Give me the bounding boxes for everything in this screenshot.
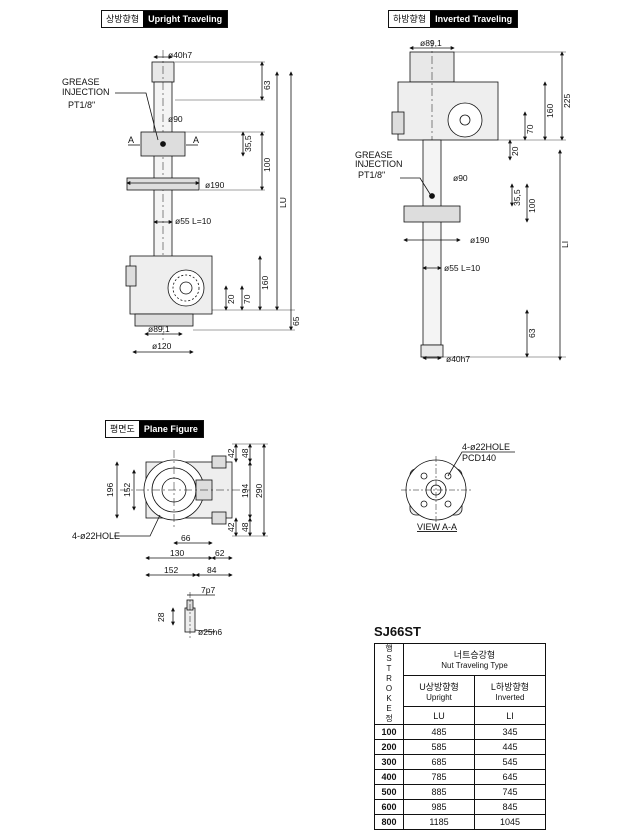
pl-hole: 4-ø22HOLE <box>72 531 120 541</box>
upright-drawing <box>115 50 295 354</box>
pl-h130: 130 <box>170 548 184 558</box>
up-v20: 20 <box>226 294 236 304</box>
pl-h152: 152 <box>164 565 178 575</box>
up-v160: 160 <box>260 276 270 290</box>
inverted-title-en: Inverted Traveling <box>430 11 518 27</box>
inv-v70: 70 <box>525 124 535 134</box>
pl-v194: 194 <box>240 484 250 498</box>
upright-labels: ø40h7 GREASE INJECTION PT1/8" ø90 A A ø1… <box>62 50 301 351</box>
col2-symbol: LI <box>474 706 546 725</box>
plane-labels: 196 152 42 48 194 290 42 48 4-ø22HOLE 66… <box>72 448 264 637</box>
pl-v48b: 48 <box>240 522 250 532</box>
pl-h66: 66 <box>181 533 191 543</box>
group-header: 너트승강형 Nut Traveling Type <box>403 643 546 676</box>
pl-v196: 196 <box>105 483 115 497</box>
inverted-drawing <box>391 40 566 361</box>
model-name: SJ66ST <box>374 624 421 639</box>
inv-v100: 100 <box>527 199 537 213</box>
pl-v42a: 42 <box>226 448 236 458</box>
aa-pcd: PCD140 <box>462 453 496 463</box>
up-d89: ø89,1 <box>148 324 170 334</box>
up-v100: 100 <box>262 158 272 172</box>
key-h: 28 <box>156 612 166 622</box>
plane-title-en: Plane Figure <box>138 421 203 437</box>
section-a-left: A <box>128 135 134 145</box>
col1-symbol: LU <box>403 706 475 725</box>
upright-title-ko: 상방향형 <box>102 11 144 27</box>
up-v70: 70 <box>242 294 252 304</box>
key-w: 7p7 <box>201 585 215 595</box>
up-d90: ø90 <box>168 114 183 124</box>
pl-v152: 152 <box>122 483 132 497</box>
plane-title-ko: 평면도 <box>106 421 139 437</box>
pl-h62: 62 <box>215 548 225 558</box>
up-d120: ø120 <box>152 341 172 351</box>
inverted-title: 하방향형 Inverted Traveling <box>388 10 519 28</box>
grease-line1: GREASE <box>62 77 100 87</box>
inv-v160: 160 <box>545 104 555 118</box>
pl-h84: 84 <box>207 565 217 575</box>
inv-d90: ø90 <box>453 173 468 183</box>
inv-v63: 63 <box>527 328 537 338</box>
pl-v290: 290 <box>254 484 264 498</box>
inv-shaft: ø40h7 <box>446 354 470 364</box>
stroke-header: 행 S T R O K E 정 <box>374 643 404 725</box>
plane-drawing <box>114 443 268 640</box>
aa-hole: 4-ø22HOLE <box>462 442 510 452</box>
up-v63: 63 <box>262 80 272 90</box>
inv-d55: ø55 L=10 <box>444 263 480 273</box>
pl-v42b: 42 <box>226 522 236 532</box>
inv-d89: ø89,1 <box>420 38 442 48</box>
view-aa-drawing <box>401 451 515 524</box>
inv-grease-line1: GREASE <box>355 150 393 160</box>
upright-title: 상방향형 Upright Traveling <box>101 10 229 28</box>
inverted-labels: ø89,1 225 160 70 20 GREASE INJECTION PT1… <box>355 38 572 364</box>
up-v35: 35,5 <box>243 135 253 152</box>
up-lu: LU <box>278 197 288 208</box>
grease-line3: PT1/8" <box>68 100 95 110</box>
inv-v20: 20 <box>510 146 520 156</box>
up-v65: 65 <box>291 316 301 326</box>
inv-v35: 35,5 <box>512 189 522 206</box>
key-d: ø25h6 <box>198 627 222 637</box>
view-aa-labels: 4-ø22HOLE PCD140 VIEW A-A <box>417 442 510 532</box>
grease-line2: INJECTION <box>62 87 110 97</box>
section-a-right: A <box>193 135 199 145</box>
pl-v48a: 48 <box>240 448 250 458</box>
plane-title: 평면도 Plane Figure <box>105 420 204 438</box>
up-shaft-dia: ø40h7 <box>168 50 192 60</box>
inv-li: LI <box>560 241 570 248</box>
inv-grease-line3: PT1/8" <box>358 170 385 180</box>
inv-grease-line2: INJECTION <box>355 159 403 169</box>
inv-v225: 225 <box>562 94 572 108</box>
inverted-title-ko: 하방향형 <box>389 11 431 27</box>
stroke-table: 행 S T R O K E 정 너트승강형 Nut Traveling Type… <box>374 643 546 830</box>
inv-d190: ø190 <box>470 235 490 245</box>
upright-title-en: Upright Traveling <box>143 11 228 27</box>
up-d190: ø190 <box>205 180 225 190</box>
aa-caption: VIEW A-A <box>417 522 457 532</box>
up-d55: ø55 L=10 <box>175 216 211 226</box>
